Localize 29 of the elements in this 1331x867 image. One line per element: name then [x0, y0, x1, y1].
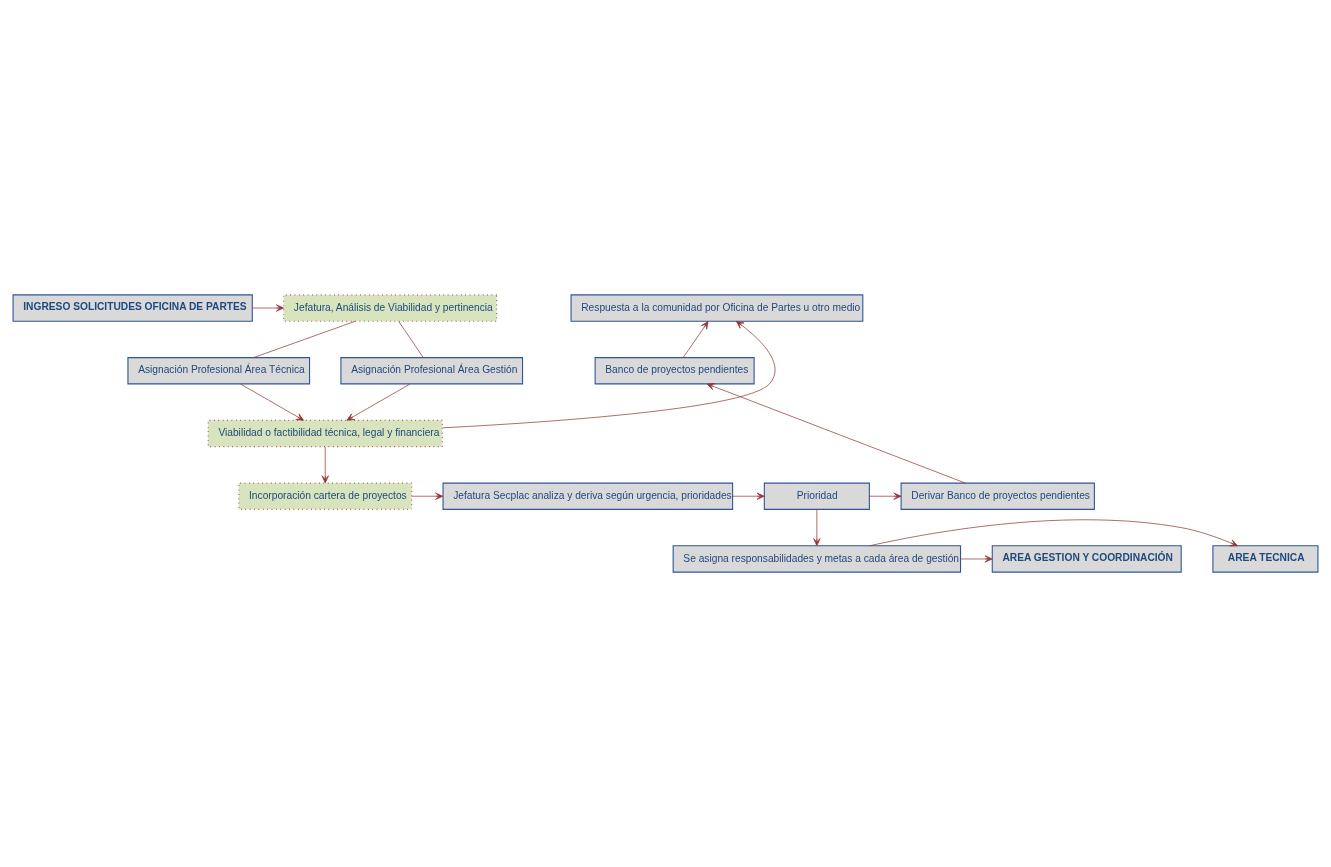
arrow [960, 555, 993, 563]
node-box: Prioridad [763, 482, 870, 510]
node-box: Se asigna responsabilidades y metas a cada área de gestión [672, 545, 962, 573]
arrow [411, 492, 444, 500]
node-box: INGRESO SOLICITUDES OFICINA DE PARTES [12, 294, 253, 322]
node-box: Banco de proyectos pendientes [594, 357, 755, 385]
arrow [706, 383, 966, 484]
connector [398, 321, 424, 358]
node-box: AREA TECNICA [1212, 545, 1319, 573]
connector [253, 320, 356, 358]
arrow [869, 519, 1239, 547]
node-box: Jefatura Secplac analiza y deriva según urgencia, prioridades [442, 482, 734, 510]
arrow [346, 383, 411, 421]
arrow [813, 509, 821, 547]
arrow [240, 383, 304, 421]
arrow [682, 321, 709, 358]
node-box: Respuesta a la comunidad por Oficina de Partes u otro medio [570, 294, 864, 322]
node-box: Incorporación cartera de proyectos [238, 482, 413, 510]
arrow [442, 320, 776, 429]
node-box: AREA GESTION Y COORDINACIÓN [991, 545, 1182, 573]
arrow [732, 492, 765, 500]
arrow [252, 304, 284, 312]
node-box: Asignación Profesional Área Gestión [340, 357, 524, 385]
arrow [869, 492, 902, 500]
node-box: Asignación Profesional Área Técnica [127, 357, 311, 385]
node-box: Derivar Banco de proyectos pendientes [900, 482, 1095, 510]
arrow [321, 446, 329, 484]
node-box: Viabilidad o factibilidad técnica, legal y financiera [207, 419, 443, 448]
node-box: Jefatura, Análisis de Viabilidad y pertinencia [283, 294, 498, 322]
